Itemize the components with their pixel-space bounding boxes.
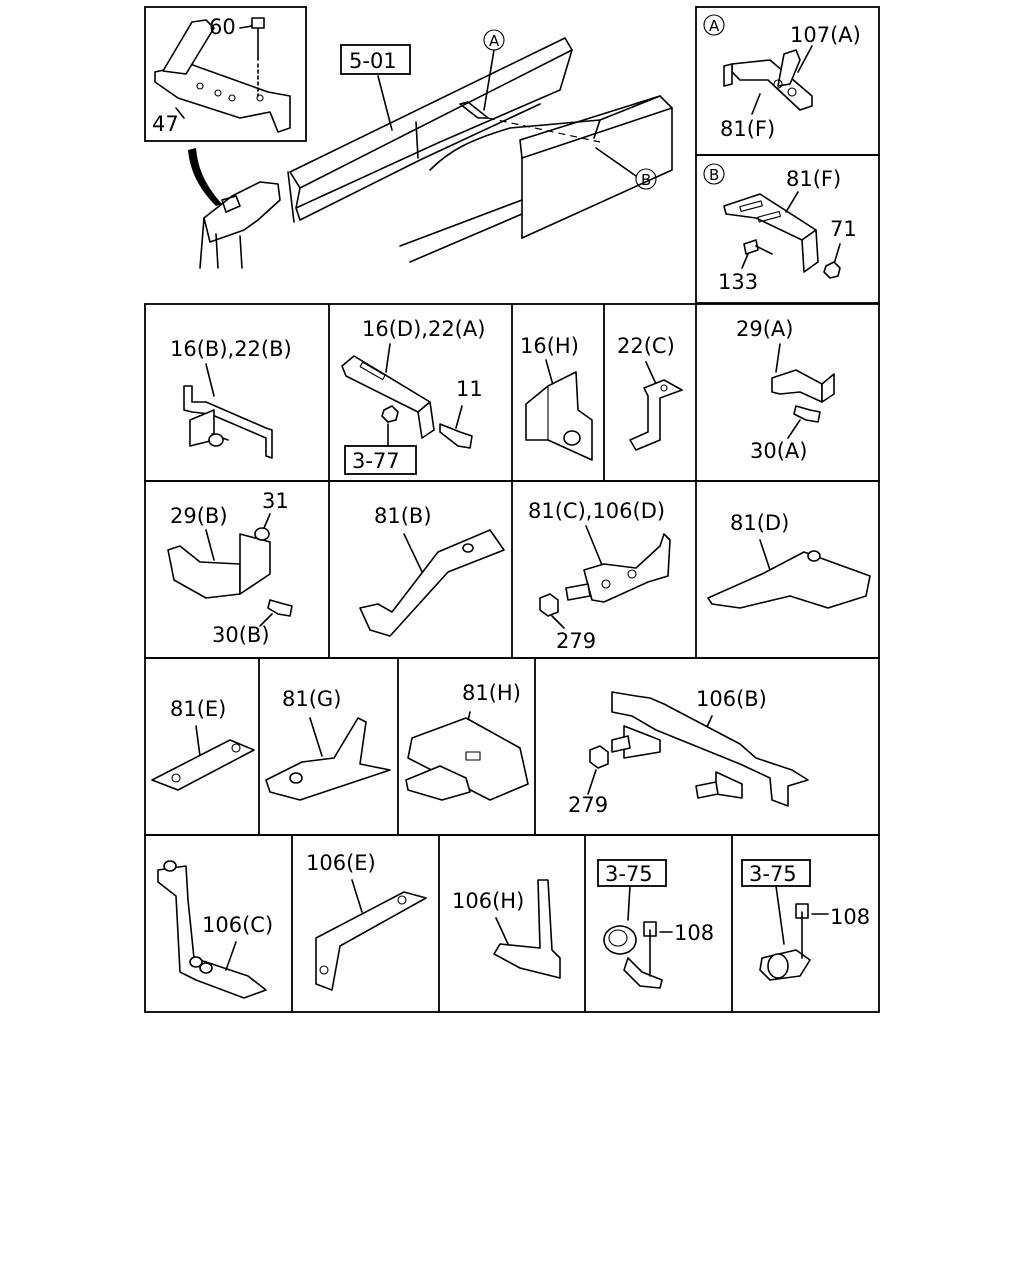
bolt-30b xyxy=(267,599,293,617)
label-81h: 81(H) xyxy=(462,681,521,705)
row-4-frame xyxy=(144,834,880,1013)
ref-box-3-75-a xyxy=(597,859,667,887)
nut-279-a xyxy=(539,593,559,617)
callout-b-text: B xyxy=(641,171,651,189)
detail-panel-b: B 81(F) 71 133 xyxy=(695,154,880,304)
panel-b-frame xyxy=(695,154,880,304)
plate-81e xyxy=(151,739,255,791)
label-31: 31 xyxy=(262,489,289,513)
bolt-108-b xyxy=(795,903,809,959)
bracket-81d xyxy=(707,551,871,609)
bracket-16d xyxy=(341,355,431,413)
bolt-133 xyxy=(743,239,759,255)
label-106b: 106(B) xyxy=(696,687,767,711)
bracket-29b xyxy=(167,545,241,599)
nut-3-77 xyxy=(381,405,399,423)
plate-81h xyxy=(407,717,529,801)
bracket-106h xyxy=(493,879,561,979)
bracket-16b xyxy=(183,385,273,459)
frame-overview: 60 47 5-01 A B xyxy=(144,6,673,269)
callout-a-text: A xyxy=(489,32,500,50)
label-47: 47 xyxy=(152,112,179,136)
nut-71 xyxy=(823,261,841,279)
pointer-arrow xyxy=(188,148,222,206)
bolt-60 xyxy=(251,17,265,61)
bolt-108-a xyxy=(643,921,657,977)
label-81d: 81(D) xyxy=(730,511,789,535)
frame-rail-left-top xyxy=(289,37,573,189)
detail-panel-a: A 107(A) 81(F) xyxy=(695,6,880,156)
label-16h: 16(H) xyxy=(520,334,579,358)
bracket-29a xyxy=(771,369,823,403)
label-11: 11 xyxy=(456,377,483,401)
label-60: 60 xyxy=(209,15,236,39)
label-71: 71 xyxy=(830,217,857,241)
label-106h: 106(H) xyxy=(452,889,524,913)
bracket-81c xyxy=(583,533,671,603)
label-107a: 107(A) xyxy=(790,23,861,47)
bracket-106b xyxy=(611,691,809,807)
bracket-106c xyxy=(157,865,267,999)
bolt-30a xyxy=(793,405,821,423)
bracket-81g xyxy=(265,717,391,801)
panel-b-callout: B xyxy=(709,166,719,184)
label-81f-a: 81(F) xyxy=(720,117,775,141)
label-81f-b: 81(F) xyxy=(786,167,841,191)
row-4: 106(C) 106(E) 106(H) 3-75 108 3-75 108 xyxy=(144,834,880,1013)
bracket-16h xyxy=(525,371,593,461)
bracket-81f-b xyxy=(723,193,817,241)
label-16d-22a: 16(D),22(A) xyxy=(362,317,485,341)
panel-a-callout: A xyxy=(709,17,720,35)
label-16b-22b: 16(B),22(B) xyxy=(170,337,292,361)
callout-b-circle xyxy=(635,168,657,190)
inset-frame xyxy=(144,6,307,142)
bracket-81b xyxy=(359,529,505,637)
bracket-47-shape xyxy=(154,63,291,133)
label-108-a: 108 xyxy=(674,921,714,945)
bracket-22c xyxy=(629,379,683,451)
bracket-47-arm xyxy=(162,19,215,75)
label-133: 133 xyxy=(718,270,758,294)
label-29b: 29(B) xyxy=(170,504,228,528)
ref-3-75-b: 3-75 xyxy=(749,862,797,886)
row-3: 81(E) 81(G) 81(H) 106(B) 279 xyxy=(144,657,880,836)
nut-31 xyxy=(254,527,270,541)
label-29a: 29(A) xyxy=(736,317,793,341)
label-30a: 30(A) xyxy=(750,439,807,463)
label-108-b: 108 xyxy=(830,905,870,929)
label-81e: 81(E) xyxy=(170,697,226,721)
label-279-a: 279 xyxy=(556,629,596,653)
ref-3-77: 3-77 xyxy=(352,449,400,473)
bracket-106e xyxy=(315,891,427,991)
row-2: 29(B) 31 30(B) 81(B) 81(C),106(D) 279 81… xyxy=(144,480,880,659)
label-106e: 106(E) xyxy=(306,851,376,875)
label-22c: 22(C) xyxy=(617,334,675,358)
ref-3-75-a: 3-75 xyxy=(605,862,653,886)
label-81c-106d: 81(C),106(D) xyxy=(528,499,665,523)
label-81g: 81(G) xyxy=(282,687,341,711)
nut-279-b xyxy=(589,745,609,769)
frame-rear-end xyxy=(203,181,281,243)
ref-box-frame xyxy=(340,44,411,75)
row-1: 16(B),22(B) 16(D),22(A) 11 3-77 16(H) 22… xyxy=(144,303,880,482)
label-279-b: 279 xyxy=(568,793,608,817)
ref-frame: 5-01 xyxy=(349,49,397,73)
label-106c: 106(C) xyxy=(202,913,273,937)
bolt-11 xyxy=(439,423,473,449)
clip-107a xyxy=(777,49,801,87)
label-30b: 30(B) xyxy=(212,623,270,647)
clamp-3-75-a xyxy=(603,925,637,955)
ref-box-3-77 xyxy=(344,445,417,475)
label-81b: 81(B) xyxy=(374,504,432,528)
